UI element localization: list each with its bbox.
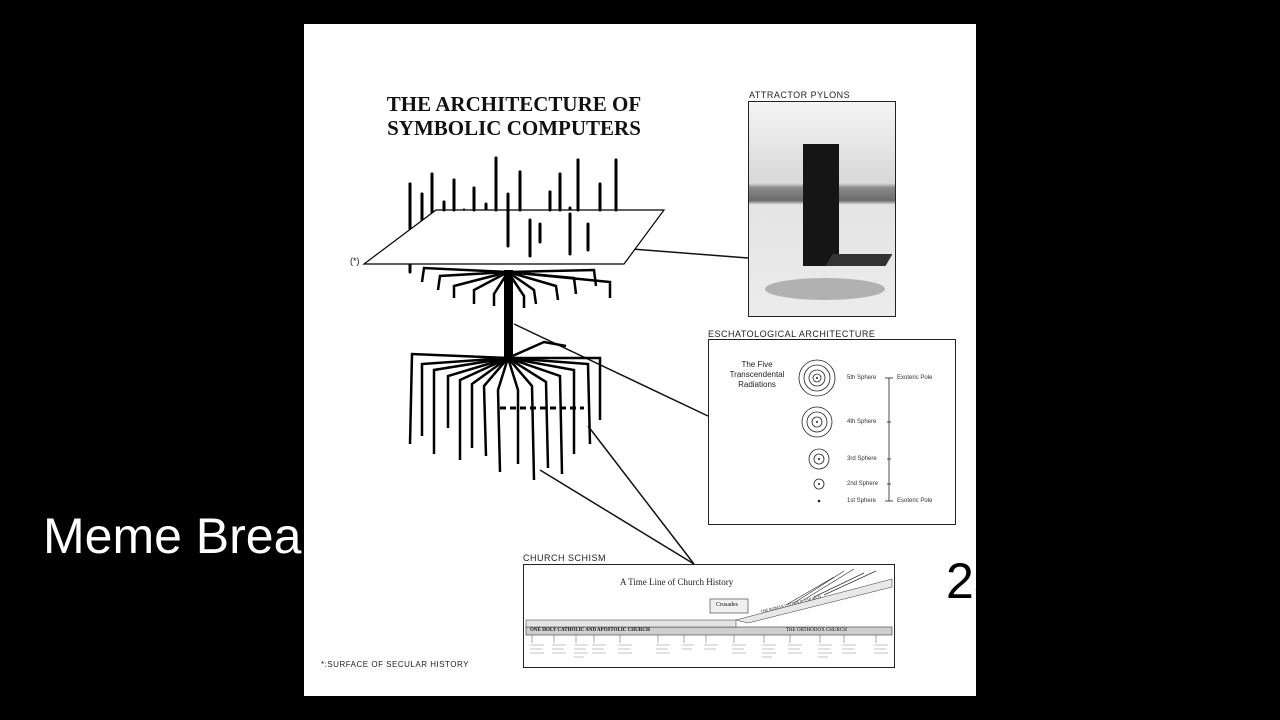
- sphere-1-label: 1st Sphere: [847, 498, 877, 504]
- sphere-4-label: 4th Sphere: [847, 419, 877, 425]
- title-line-2: SYMBOLIC COMPUTERS: [387, 116, 641, 140]
- crusades-text: Crusades: [716, 602, 738, 608]
- catholic-church-bar-text: ONE HOLY CATHOLIC AND APOSTOLIC CHURCH: [530, 628, 650, 633]
- sphere-5-rings: [798, 359, 836, 397]
- slide-page: THE ARCHITECTURE OF SYMBOLIC COMPUTERS: [304, 24, 976, 696]
- spheres-diagram: [798, 359, 893, 503]
- upper-branches: [420, 266, 612, 308]
- monolith-shadow: [825, 254, 893, 266]
- symbolic-computer-diagram: [362, 156, 749, 565]
- eschatological-label: ESCHATOLOGICAL ARCHITECTURE: [708, 329, 876, 339]
- sphere-2-label: 2nd Sphere: [847, 481, 879, 487]
- title-line-1: THE ARCHITECTURE OF: [386, 92, 642, 116]
- orthodox-church-text: THE ORTHODOX CHURCH: [786, 628, 847, 633]
- early-church-bar: [525, 619, 737, 628]
- sphere-4-rings: [801, 406, 833, 438]
- sphere-2-ring: [813, 478, 825, 490]
- tree-trunk: [504, 270, 513, 362]
- protestant-branches: [785, 568, 877, 606]
- meme-breakdown-caption: Meme Breakdown: [43, 508, 446, 564]
- connector-line-eschatological: [513, 323, 709, 417]
- axis-ticks: [885, 377, 893, 502]
- surface-footnote: *:SURFACE OF SECULAR HISTORY: [321, 660, 469, 669]
- radiations-title: The Five Transcendental Radiations: [729, 360, 785, 389]
- eschatological-panel: The Five Transcendental Radiations 5th S…: [708, 339, 956, 525]
- sphere-5-label: 5th Sphere: [847, 375, 877, 381]
- date-ticks: [531, 635, 877, 643]
- surface-marker: (*): [350, 256, 360, 266]
- connector-line-schism-2: [587, 425, 695, 565]
- episode-number: 23: [946, 553, 1002, 609]
- pillars-above-plane: [408, 156, 618, 258]
- connector-line-schism-1: [539, 469, 695, 565]
- church-schism-label: CHURCH SCHISM: [523, 553, 606, 563]
- ground-shadow: [765, 278, 885, 300]
- crusades-box: [709, 598, 749, 614]
- page-title: THE ARCHITECTURE OF SYMBOLIC COMPUTERS: [364, 92, 664, 140]
- esoteric-pole-label: Esoteric Pole: [897, 498, 933, 504]
- root-branches: [408, 340, 602, 481]
- timeline-title: A Time Line of Church History: [620, 577, 734, 587]
- sphere-3-label: 3rd Sphere: [847, 456, 877, 462]
- attractor-pylons-photo: [748, 101, 896, 317]
- date-note-lines: [530, 644, 888, 658]
- attractor-pylons-label: ATTRACTOR PYLONS: [749, 90, 851, 100]
- sphere-1-dot: [817, 499, 821, 503]
- exoteric-pole-label: Exoteric Pole: [897, 375, 933, 381]
- roman-branch: [735, 578, 893, 624]
- church-schism-panel: A Time Line of Church History: [523, 564, 895, 668]
- sphere-3-rings: [808, 448, 830, 470]
- timeline-diagram: [525, 568, 893, 658]
- monolith: [803, 144, 839, 266]
